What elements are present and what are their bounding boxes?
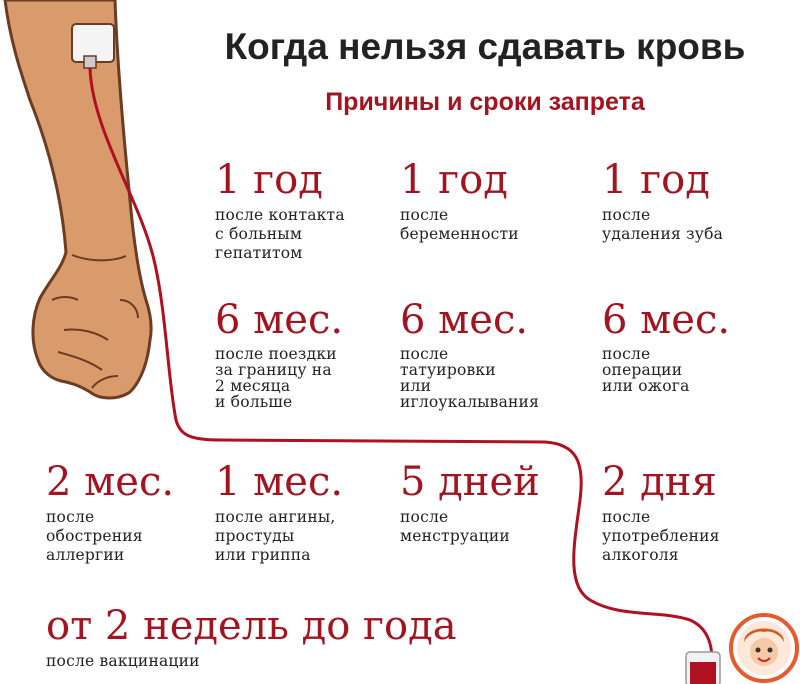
ban-reason: после контакта с больным гепатитом [215, 206, 345, 262]
ban-item-travel: 6 мес. после поездки за границу на 2 мес… [215, 298, 343, 410]
ban-reason: после употребления алкоголя [602, 508, 720, 564]
ban-reason: после татуировки или иглоукалывания [400, 345, 540, 411]
ban-reason: после менструации [400, 508, 510, 545]
ban-period: 2 дня [602, 459, 717, 505]
ban-item-flu: 1 мес. после ангины, простуды или гриппа [215, 460, 343, 565]
ban-reason: после беременности [400, 206, 519, 243]
ban-period: 1 год [602, 157, 710, 203]
ban-item-hepatitis: 1 год после контакта с больным гепатитом [215, 158, 345, 263]
ban-reason: после операции или ожога [602, 345, 690, 395]
ban-item-allergy: 2 мес. после обострения аллергии [46, 460, 174, 565]
ban-item-vaccination: от 2 недель до года после вакцинации [46, 604, 457, 671]
ban-reason: после удаления зуба [602, 206, 724, 243]
ban-reason: после обострения аллергии [46, 508, 143, 564]
ban-item-tattoo: 6 мес. после татуировки или иглоукалыван… [400, 298, 539, 410]
ban-period: 1 год [215, 157, 323, 203]
ban-reason: после вакцинации [46, 652, 200, 670]
ban-item-pregnancy: 1 год после беременности [400, 158, 519, 244]
arm-illustration [3, 0, 153, 400]
ban-reason: после ангины, простуды или гриппа [215, 508, 336, 564]
ban-item-surgery: 6 мес. после операции или ожога [602, 298, 730, 394]
ban-period: от 2 недель до года [46, 603, 457, 649]
ban-period: 1 год [400, 157, 508, 203]
ban-item-tooth: 1 год после удаления зуба [602, 158, 723, 244]
page-subtitle: Причины и сроки запрета [325, 88, 645, 116]
ban-period: 6 мес. [400, 297, 529, 343]
girl-avatar-logo [729, 613, 799, 683]
page-title: Когда нельзя сдавать кровь [224, 26, 746, 67]
ban-period: 6 мес. [215, 297, 344, 343]
ban-period: 2 мес. [46, 459, 175, 505]
ban-period: 5 дней [400, 459, 540, 505]
ban-period: 1 мес. [215, 459, 344, 505]
blood-bag-icon [685, 651, 721, 684]
ban-item-alcohol: 2 дня после употребления алкоголя [602, 460, 720, 565]
blood-tube-line [88, 67, 714, 661]
ban-item-menstruation: 5 дней после менструации [400, 460, 540, 546]
ban-period: 6 мес. [602, 297, 731, 343]
ban-reason: после поездки за границу на 2 месяца и б… [215, 345, 337, 411]
